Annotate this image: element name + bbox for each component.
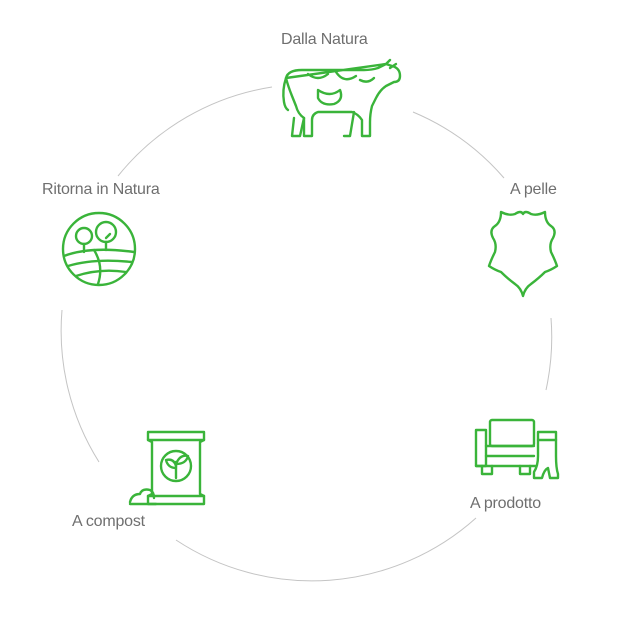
ring-arc-right	[545, 317, 553, 391]
cow-icon	[278, 56, 408, 140]
field-and-trees-icon	[60, 210, 138, 288]
stage-label-a-prodotto: A prodotto	[470, 495, 541, 512]
stage-label-dalla-natura: Dalla Natura	[281, 31, 368, 48]
compost-bag-icon	[128, 428, 210, 506]
armchair-and-boot-icon	[472, 416, 562, 482]
ring-arc-bottom-right	[175, 517, 477, 582]
leather-hide-icon	[487, 208, 559, 298]
ring-arc-left	[60, 309, 100, 463]
stage-label-a-compost: A compost	[72, 513, 145, 530]
stage-label-ritorna-in-natura: Ritorna in Natura	[42, 181, 160, 198]
stage-label-a-pelle: A pelle	[510, 181, 557, 198]
ring-arc-top-right	[412, 111, 505, 179]
ring-arc-top-left	[117, 86, 273, 177]
